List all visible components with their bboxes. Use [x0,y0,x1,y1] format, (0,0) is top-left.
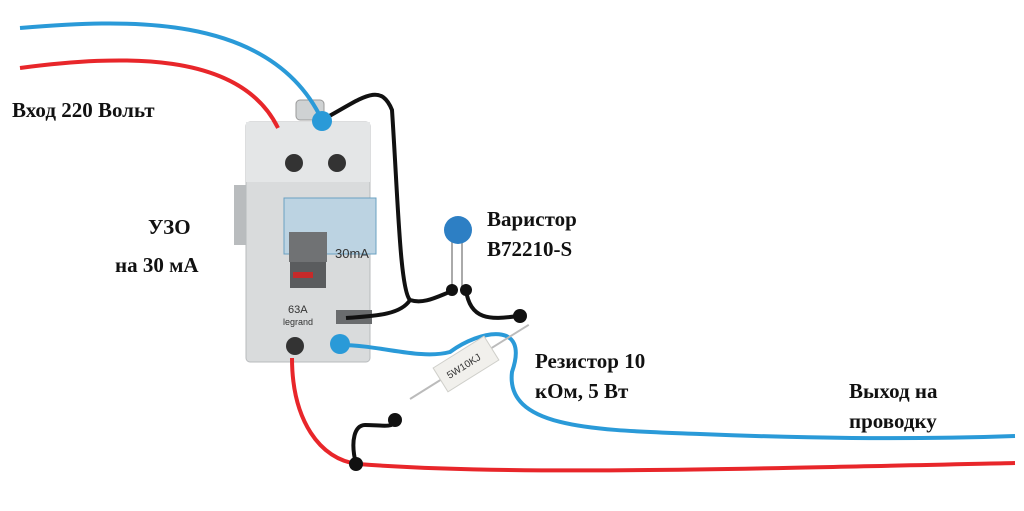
terminal-screw-n [328,154,346,172]
varistor-body [444,216,472,244]
junction-varistor-2 [460,284,472,296]
rcd-jumper [345,298,412,320]
junction-resistor-bottom [388,413,402,427]
rcd-sensitivity-text: 30mA [335,246,369,261]
label-resistor-line2: кОм, 5 Вт [535,379,629,403]
rcd-top-section [246,122,370,182]
rcd-device: 30mA 63A legrand [234,99,377,363]
resistor-body [432,335,500,393]
phase-input-wire [19,58,280,129]
neutral-output-wire [339,332,1016,441]
rcd-brand-text: legrand [283,317,313,327]
jumper-wire-top [321,92,456,304]
rcd-current-text: 63A [288,304,308,316]
junction-neutral-in [312,111,332,131]
phase-output-wire [290,357,1016,473]
rcd-indicator [293,272,313,278]
label-resistor-line1: Резистор 10 [535,349,646,373]
label-output-line2: проводку [849,409,937,433]
label-varistor-line2: B72210-S [487,237,573,261]
terminal-screw-bottom [286,337,304,355]
resistor-jumper [351,420,397,465]
junction-phase-out [349,457,363,471]
junction-neutral-out [330,334,350,354]
varistor [444,216,472,290]
junction-varistor-1 [446,284,458,296]
label-input: Вход 220 Вольт [12,98,155,122]
label-varistor-line1: Варистор [487,207,577,231]
junction-resistor-top [513,309,527,323]
neutral-input-wire [19,21,324,121]
label-rcd-line1: УЗО [148,215,191,239]
rcd-toggle [289,232,327,262]
varistor-jumper [464,289,519,320]
terminal-screw-l [285,154,303,172]
label-output-line1: Выход на [849,379,938,403]
label-rcd-line2: на 30 мА [115,253,199,277]
